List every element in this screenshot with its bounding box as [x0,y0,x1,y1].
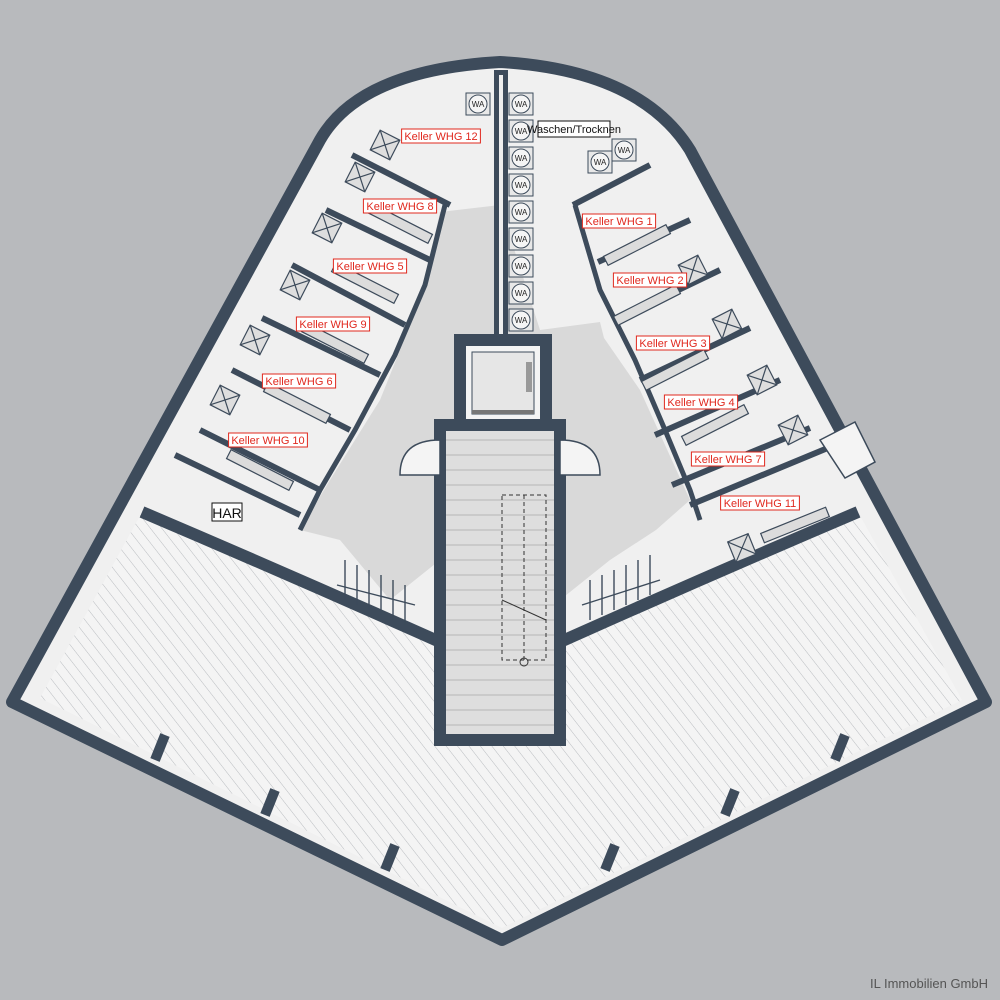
stair-brick-pattern [446,439,554,726]
washer-icon: WA [611,138,637,162]
washer-label: WA [515,154,528,163]
storage-label: Keller WHG 8 [362,198,438,214]
storage-label: Keller WHG 10 [228,432,308,448]
inner-wall-right [557,506,861,648]
washer-icon: WA [508,281,534,305]
storage-label-text: Keller WHG 7 [694,454,761,466]
landing-right [559,439,601,476]
inner-wall-left [139,506,443,648]
washer-label: WA [472,100,485,109]
storage-label: Keller WHG 9 [295,316,371,332]
washer-label: WA [515,100,528,109]
washer-label: WA [515,208,528,217]
storage-label-text: Keller WHG 12 [404,131,477,143]
washer-label: WA [515,316,528,325]
bike-racks [336,555,661,625]
storage-label: Keller WHG 12 [401,128,481,144]
storage-label: Keller WHG 7 [690,451,766,467]
storage-label-text: Keller WHG 6 [265,376,332,388]
washer-icon: WA [508,119,534,143]
storage-label: Keller WHG 6 [261,373,337,389]
storage-labels: Keller WHG 12 Keller WHG 8 Keller WHG 5 Kel… [228,128,800,511]
washer-label: WA [515,289,528,298]
washer-label: WA [515,127,528,136]
storage-label-text: Keller WHG 10 [231,435,304,447]
washer-icon: WA [587,150,613,174]
washer-label: WA [515,181,528,190]
washer-label: WA [618,146,631,155]
washer-icon: WA [508,173,534,197]
hatched-area [40,512,962,928]
wall-stubs [150,733,850,872]
storage-label-text: Keller WHG 11 [724,498,797,510]
storage-label-text: Keller WHG 9 [299,319,366,331]
credit-text: IL Immobilien GmbH [870,976,988,991]
washer-icon: WA [508,92,534,116]
storage-label-text: Keller WHG 1 [585,216,652,228]
laundry-label: Waschen/Trocknen [527,124,621,136]
annex [818,420,876,479]
storage-label: Keller WHG 3 [635,335,711,351]
storage-label-text: Keller WHG 4 [667,397,734,409]
storage-label-text: Keller WHG 8 [366,201,433,213]
washer-extras: WA WA WA [465,92,637,174]
washer-icon: WA [465,92,491,116]
storage-label: Keller WHG 1 [581,213,657,229]
washer-icon: WA [508,200,534,224]
washer-icon: WA [508,308,534,332]
stairs [501,494,547,667]
washer-label: WA [515,262,528,271]
laundry-label-box: Waschen/Trocknen [527,120,621,138]
storage-label-text: Keller WHG 3 [639,338,706,350]
washer-icon: WA [508,254,534,278]
storage-label: Keller WHG 11 [720,495,800,511]
landing-left [399,439,441,476]
washer-icon: WA [508,146,534,170]
crossed-boxes [209,129,809,564]
storage-label-text: Keller WHG 5 [336,261,403,273]
washer-label: WA [594,158,607,167]
storage-label: Keller WHG 4 [663,394,739,410]
har-label-box: HAR [211,502,243,522]
har-label: HAR [212,505,242,521]
washer-label: WA [515,235,528,244]
storage-label: Keller WHG 2 [612,272,688,288]
stairwell-wall [434,419,566,746]
storage-label: Keller WHG 5 [332,258,408,274]
washer-icon: WA [508,227,534,251]
storage-label-text: Keller WHG 2 [616,275,683,287]
